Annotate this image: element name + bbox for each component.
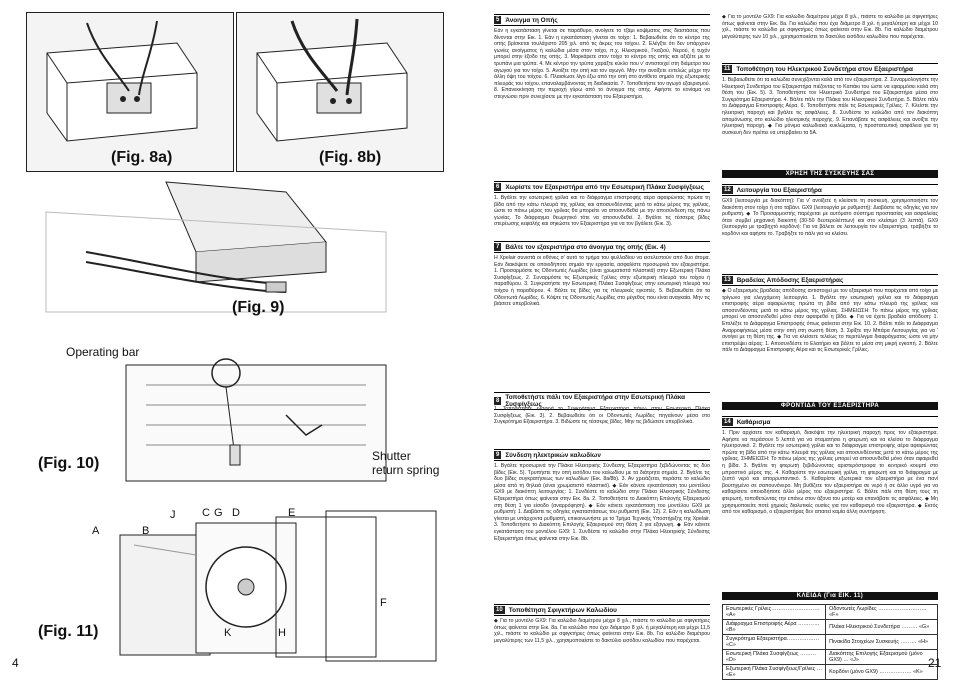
section-11-text: 1. Βεβαιωθείτε ότι τα καλώδια συνεχίζοντ… — [722, 77, 938, 136]
fig11-callout-H: H — [278, 627, 286, 639]
section-11-number: 11 — [722, 65, 733, 73]
section-7-header: 7 Βάλτε τον εξαεριστήρα στο άνοιγμα της … — [494, 241, 710, 253]
fig11-callout-C: C — [202, 507, 210, 519]
section-11-title: Τοποθέτηση του Ηλεκτρικού Συνδετήρα στον… — [736, 65, 913, 73]
section-12-title: Λειτουργία του Εξαεριστήρα — [736, 186, 822, 194]
section-10-text: ◆ Για το μοντέλο GX9: Για καλώδιο διαμέτ… — [494, 618, 710, 644]
figure-8a-label: (Fig. 8a) — [111, 149, 173, 166]
section-8-header: 8 Τοποθετήστε πάλι τον Εξαεριστήρα στην … — [494, 392, 710, 410]
key-heading-bar: ΚΛΕΙΔΑ (Για ΕΙΚ. 11) — [722, 592, 938, 600]
section-14-title: Καθάρισμα — [736, 418, 771, 426]
table-row: Διάφραγμα Επιστροφής Αέρα ………… «B» Πλάκα… — [721, 619, 938, 635]
section-9-text: 1. Βγάλτε προσωρινά την Πλάκα Ηλεκτρικής… — [494, 463, 710, 542]
section-8-text: 1. Τοποθετήστε ελαφρά το Συγκρότημα Εξαε… — [494, 406, 710, 426]
section-10-title: Τοποθέτηση Σφιγκτήρων Καλωδίου — [508, 606, 617, 614]
figure-8b-drawing — [237, 13, 443, 171]
key-table: Εσωτερικές Γρίλιες……………………… «A» Οδοντωτέ… — [721, 604, 938, 680]
key-cell: Συγκρότημα Εξαεριστήρα……………… «C» — [721, 634, 827, 650]
figure-11-drawing — [119, 510, 437, 662]
key-cell: Εσωτερική Πλάκα Συσφίγξεως ……… «D» — [721, 649, 827, 665]
section-8-title: Τοποθετήστε πάλι τον Εξαεριστήρα στην Εσ… — [505, 394, 686, 408]
fig11-callout-J: J — [170, 509, 176, 521]
table-row: Συγκρότημα Εξαεριστήρα……………… «C» Πινακίδ… — [721, 634, 938, 650]
fig11-callout-D: D — [232, 507, 240, 519]
figure-10-label: (Fig. 10) — [38, 455, 100, 472]
figure-8a-panel: (Fig. 8a) — [26, 12, 234, 172]
section-6-title: Χωρίστε τον Εξαεριστήρα από την Εσωτερικ… — [505, 183, 704, 191]
fig11-callout-A: A — [92, 525, 100, 537]
key-cell: Κορδόνι (μόνο GX9) ……………… «K» — [825, 664, 938, 680]
fig11-callout-K: K — [224, 627, 232, 639]
right-page-number: 21 — [928, 656, 942, 670]
figure-10-drawing — [125, 358, 387, 482]
key-cell: Εσωτερικές Γρίλιες……………………… «A» — [721, 604, 827, 620]
figure-9-drawing — [45, 181, 387, 313]
section-8-number: 8 — [494, 397, 502, 405]
section-12-text: GX9 (λειτουργία με διακόπτη): Για ν' ανο… — [722, 198, 938, 237]
figure-11-area: A B J C G D E F K H (Fig. 11) — [26, 495, 446, 665]
section-6-header: 6 Χωρίστε τον Εξαεριστήρα από την Εσωτερ… — [494, 181, 710, 193]
section-13-number: 13 — [722, 276, 733, 284]
key-cell: Οδοντωτές Λωρίδες ……………………… «F» — [825, 604, 938, 620]
figure-9-area: (Fig. 9) — [26, 172, 442, 320]
section-5-title: Άνοιγμα τη Οπής — [505, 16, 558, 24]
section-6-text: 1. Βγάλτε την εσωτερική γρίλια και το δι… — [494, 195, 710, 228]
section-13-text: ◆ Ο εξαερισμός βραδείας απόδοσης αντιστο… — [722, 288, 938, 354]
figure-9-label: (Fig. 9) — [232, 299, 285, 316]
section-14-text: 1. Πριν αρχίσετε τον καθαρισμό, διακόψτε… — [722, 430, 938, 516]
figure-8b-panel: (Fig. 8b) — [236, 12, 444, 172]
section-9-number: 9 — [494, 451, 502, 459]
table-row: Εσωτερική Πλάκα Συσφίγξεως ……… «D» Διακό… — [721, 649, 938, 665]
section-6-number: 6 — [494, 183, 502, 191]
shutter-return-spring-label: Shutter return spring — [372, 449, 440, 477]
key-cell: Πλάκα Ηλεκτρικού Συνδετήρα ……… «G» — [825, 619, 938, 635]
figure-8b-label: (Fig. 8b) — [319, 149, 382, 166]
key-cell: Διάφραγμα Επιστροφής Αέρα ………… «B» — [721, 619, 827, 635]
fig11-callout-E: E — [288, 507, 296, 519]
section-7-number: 7 — [494, 243, 502, 251]
section-7-title: Βάλτε τον εξαεριστήρα στο άνοιγμα της οπ… — [505, 243, 666, 251]
operating-bar-label: Operating bar — [66, 345, 140, 359]
section-9-header: 9 Σύνδεση ηλεκτρικών καλωδίων — [494, 449, 710, 461]
section-14-header: 14 Καθάρισμα — [722, 416, 938, 428]
section-10-number: 10 — [494, 606, 505, 614]
section-5-header: 5 Άνοιγμα τη Οπής — [494, 14, 710, 26]
table-row: Εσωτερικές Γρίλιες……………………… «A» Οδοντωτέ… — [721, 604, 938, 620]
figure-11-label: (Fig. 11) — [38, 623, 99, 640]
fig11-callout-G: G — [214, 507, 223, 519]
section-7-text: Η Xpelair συνιστά οι οθόνες σ' αυτό το τ… — [494, 255, 710, 308]
section-5-number: 5 — [494, 16, 502, 24]
section-13-header: 13 Βραδείας Απόδοσης Εξαεριστήρας — [722, 274, 938, 286]
figure-8a-drawing — [27, 13, 233, 171]
section-12-header: 12 Λειτουργία του Εξαεριστήρα — [722, 184, 938, 196]
figure-10-area: Operating bar Shutter return spring (Fig… — [26, 325, 442, 485]
section-11-header: 11 Τοποθέτηση του Ηλεκτρικού Συνδετήρα σ… — [722, 63, 938, 75]
fig11-callout-B: B — [142, 525, 150, 537]
section-12-number: 12 — [722, 186, 733, 194]
section-14-number: 14 — [722, 418, 733, 426]
left-page-number: 4 — [12, 656, 19, 670]
section-10-header: 10 Τοποθέτηση Σφιγκτήρων Καλωδίου — [494, 604, 710, 616]
table-row: Εξωτερική Πλάκα Συσφίγξεως/Γρίλιες … «E»… — [721, 664, 938, 680]
key-cell: Πινακίδα Στοιχείων Συσκευής ……… «H» — [825, 634, 938, 650]
fig11-callout-F: F — [380, 597, 387, 609]
key-cell: Εξωτερική Πλάκα Συσφίγξεως/Γρίλιες … «E» — [721, 664, 827, 680]
section-13-title: Βραδείας Απόδοσης Εξαεριστήρας — [736, 276, 844, 284]
key-cell: Διακόπτης Επιλογής Εξαερισμού (μόνο GX9)… — [825, 649, 938, 665]
section-5-text: Εάν η εγκατάσταση γίνεται σε παράθυρο, α… — [494, 28, 710, 100]
usage-heading-bar: ΧΡΗΣΗ ΤΗΣ ΣΥΣΚΕΥΗΣ ΣΑΣ — [722, 170, 938, 178]
maintenance-heading-bar: ΦΡΟΝΤΙΔΑ ΤΟΥ ΕΞΑΕΡΙΣΤΗΡΑ — [722, 402, 938, 410]
right-intro-text: ◆ Για το μοντέλο GX9: Για καλώδιο διαμέτ… — [722, 14, 938, 40]
section-9-title: Σύνδεση ηλεκτρικών καλωδίων — [505, 451, 601, 459]
